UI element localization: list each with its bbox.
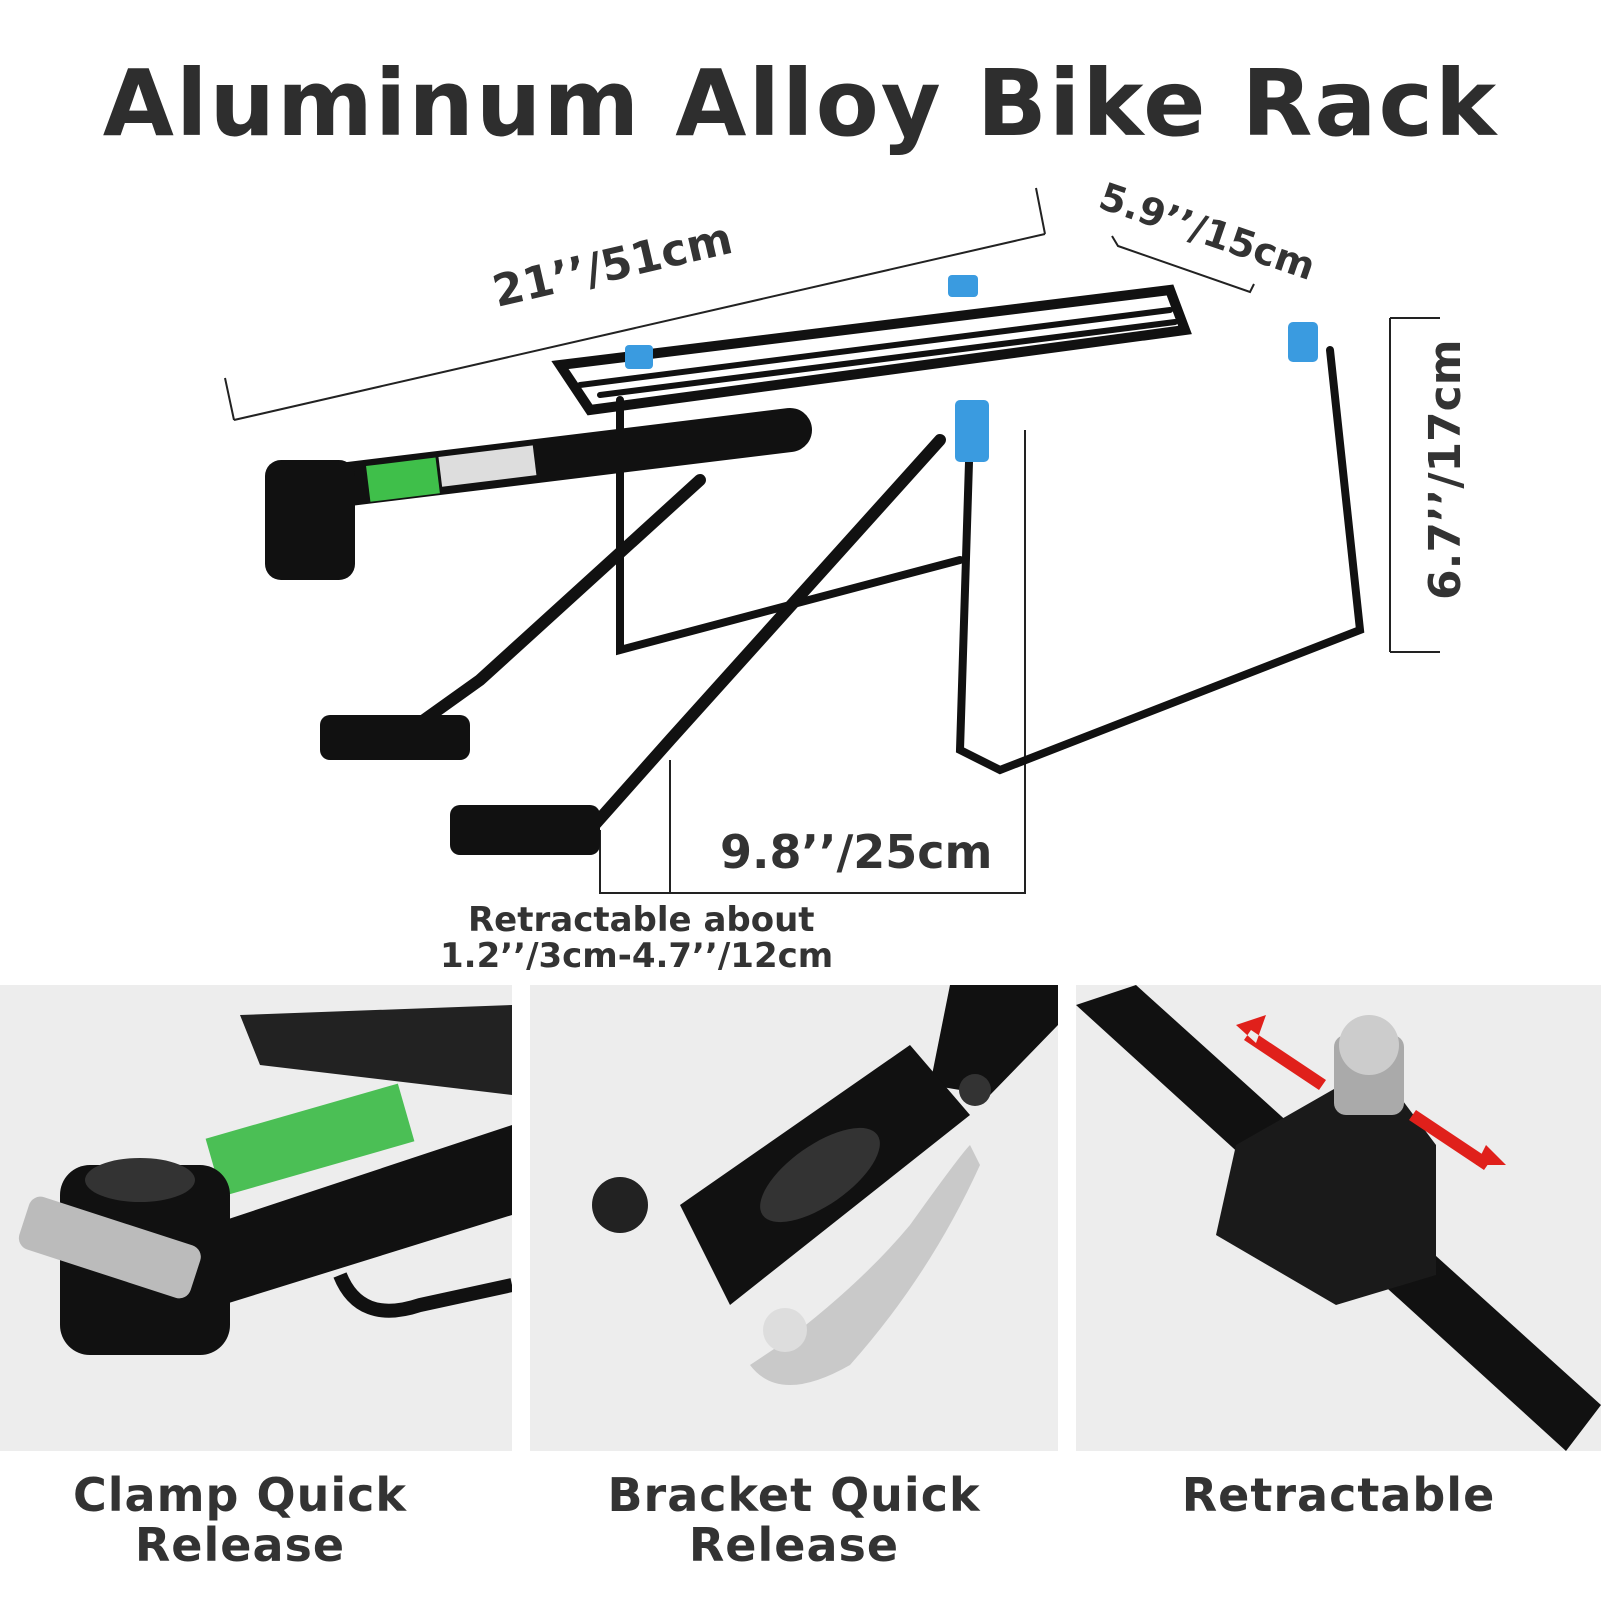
height-dimension: 6.7’’/17cm [1420, 339, 1471, 600]
feature-caption-clamp: Clamp Quick Release [0, 1470, 480, 1570]
clamp-icon [18, 1005, 512, 1355]
bike-rack-illustration [224, 187, 1440, 894]
page-title: Aluminum Alloy Bike Rack [102, 50, 1499, 157]
feature-caption-bracket: Bracket Quick Release [530, 1470, 1058, 1570]
caption-line2: Release [134, 1518, 346, 1572]
clamp-quick-release-photo [0, 985, 512, 1451]
depth-dimension: 9.8’’/25cm [720, 825, 993, 879]
caption-line2: Release [688, 1518, 900, 1572]
retract-note-line2: 1.2’’/3cm-4.7’’/12cm [440, 936, 834, 976]
caption-line1: Bracket Quick [607, 1468, 981, 1522]
retractable-tube-icon [1076, 985, 1601, 1451]
feature-caption-retractable: Retractable [1076, 1470, 1601, 1520]
caption-line1: Clamp Quick [73, 1468, 407, 1522]
retract-note-line1: Retractable about [468, 900, 815, 940]
bracket-icon [592, 985, 1058, 1385]
retractable-photo [1076, 985, 1601, 1451]
caption-line1: Retractable [1181, 1468, 1496, 1522]
red-arrow-icon [1236, 1015, 1506, 1170]
bracket-quick-release-photo [530, 985, 1058, 1451]
